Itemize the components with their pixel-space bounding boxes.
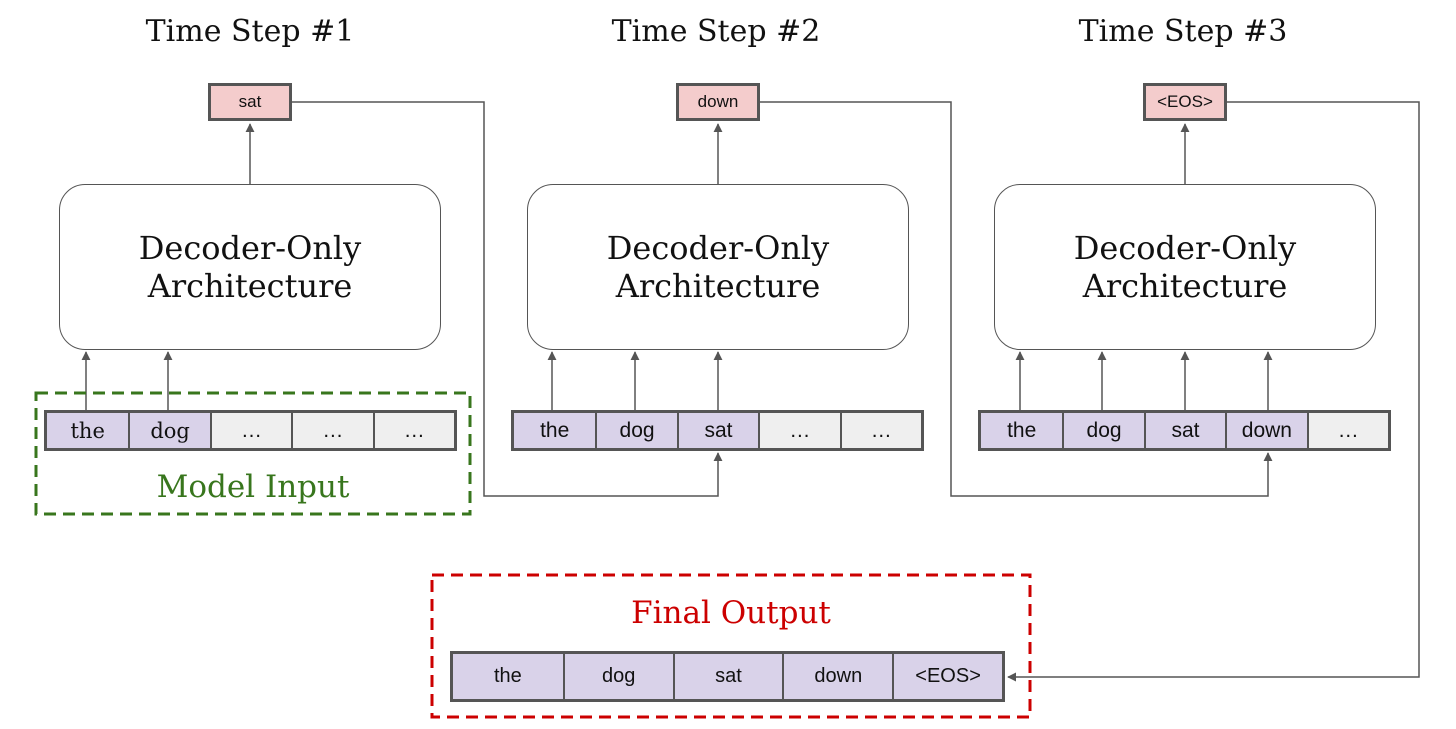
step-2-token: dog bbox=[595, 413, 677, 448]
step-3-output-token: <EOS> bbox=[1143, 83, 1227, 121]
step-1-decoder-box: Decoder-Only Architecture bbox=[59, 184, 441, 350]
final-output-token: <EOS> bbox=[892, 654, 1002, 699]
step-3-token: down bbox=[1225, 413, 1307, 448]
step-2-decoder-box: Decoder-Only Architecture bbox=[527, 184, 909, 350]
final-output-token: sat bbox=[672, 654, 783, 699]
model-input-group bbox=[34, 391, 472, 516]
step-2-token-placeholder: … bbox=[839, 413, 921, 448]
model-input-label: Model Input bbox=[156, 469, 350, 505]
step-1-token-placeholder: … bbox=[291, 413, 373, 448]
step-1-title: Time Step #1 bbox=[145, 14, 355, 49]
feedback-arrow-sat bbox=[292, 101, 723, 497]
step-2-title: Time Step #2 bbox=[611, 14, 821, 49]
final-output-label: Final Output bbox=[631, 595, 831, 631]
step-3-title: Time Step #3 bbox=[1078, 14, 1288, 49]
final-output-token: down bbox=[782, 654, 893, 699]
final-output-sequence: the dog sat down <EOS> bbox=[450, 651, 1005, 702]
step-2-token: the bbox=[514, 413, 596, 448]
final-output-token: dog bbox=[562, 654, 673, 699]
step-3-input-sequence: the dog sat down … bbox=[978, 410, 1391, 451]
step-2-output-token: down bbox=[676, 83, 760, 121]
step-2-token: sat bbox=[676, 413, 759, 448]
final-output-token: the bbox=[453, 654, 563, 699]
step-3-token: dog bbox=[1062, 413, 1144, 448]
step-3-decoder-label: Decoder-Only Architecture bbox=[1073, 229, 1297, 305]
step-1-output-token: sat bbox=[208, 83, 292, 121]
step-2-input-sequence: the dog sat … … bbox=[511, 410, 924, 451]
step-2-token-placeholder: … bbox=[758, 413, 840, 448]
step-3-token-placeholder: … bbox=[1306, 413, 1388, 448]
step-1-token: the bbox=[47, 413, 129, 448]
step-3-token: sat bbox=[1143, 413, 1226, 448]
final-output-group bbox=[430, 573, 1032, 719]
step-1-token: dog bbox=[128, 413, 210, 448]
step-1-token-placeholder: … bbox=[209, 413, 292, 448]
step-3-decoder-box: Decoder-Only Architecture bbox=[994, 184, 1376, 350]
feedback-arrow-eos bbox=[1007, 101, 1420, 682]
step-2-decoder-label: Decoder-Only Architecture bbox=[606, 229, 830, 305]
step-3-token: the bbox=[981, 413, 1063, 448]
feedback-arrow-down bbox=[760, 101, 1273, 497]
step-1-input-sequence: the dog … … … bbox=[44, 410, 457, 451]
step-1-decoder-label: Decoder-Only Architecture bbox=[138, 229, 362, 305]
step-1-token-placeholder: … bbox=[372, 413, 454, 448]
